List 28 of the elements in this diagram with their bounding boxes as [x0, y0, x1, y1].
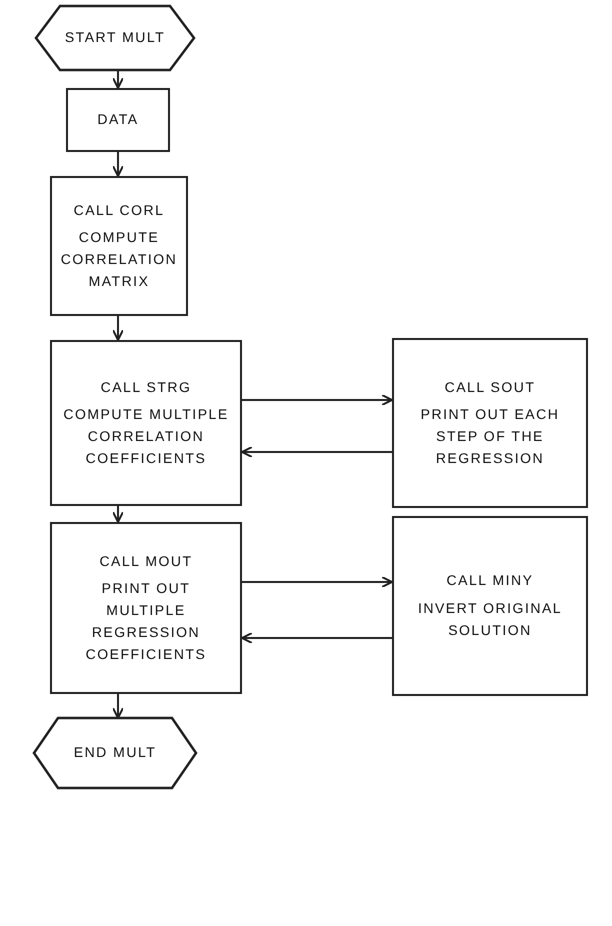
node-title: END MULT [74, 743, 156, 762]
node-title: START MULT [64, 28, 166, 48]
arrow [241, 632, 392, 644]
node-text: INVERT ORIGINAL SOLUTION [416, 599, 564, 640]
process-box [392, 338, 588, 508]
arrow [242, 576, 393, 588]
node-title: CALL SOUT [444, 378, 536, 397]
process-box [392, 516, 588, 696]
node-title: CALL MINY [446, 571, 534, 590]
node-title: CALL CORL [74, 200, 164, 220]
process-box [66, 88, 170, 152]
node-title: DATA [97, 110, 139, 130]
node-title: CALL MOUT [99, 552, 193, 571]
arrow [242, 394, 393, 406]
process-box [50, 340, 242, 506]
arrow [112, 506, 124, 523]
arrow [112, 316, 124, 341]
node-text: COMPUTE MULTIPLE CORRELATION COEFFICIENTS [62, 405, 230, 468]
process-box [50, 176, 188, 316]
process-box [50, 522, 242, 694]
node-text: PRINT OUT EACH STEP OF THE REGRESSION [420, 405, 560, 468]
node-title: CALL STRG [100, 378, 192, 397]
arrow [112, 70, 124, 89]
arrow [241, 446, 392, 458]
node-text: PRINT OUT MULTIPLE REGRESSION COEFFICIENTS [84, 579, 208, 664]
arrow [112, 152, 124, 177]
arrow [112, 694, 124, 719]
node-text: COMPUTE CORRELATION MATRIX [60, 228, 178, 291]
